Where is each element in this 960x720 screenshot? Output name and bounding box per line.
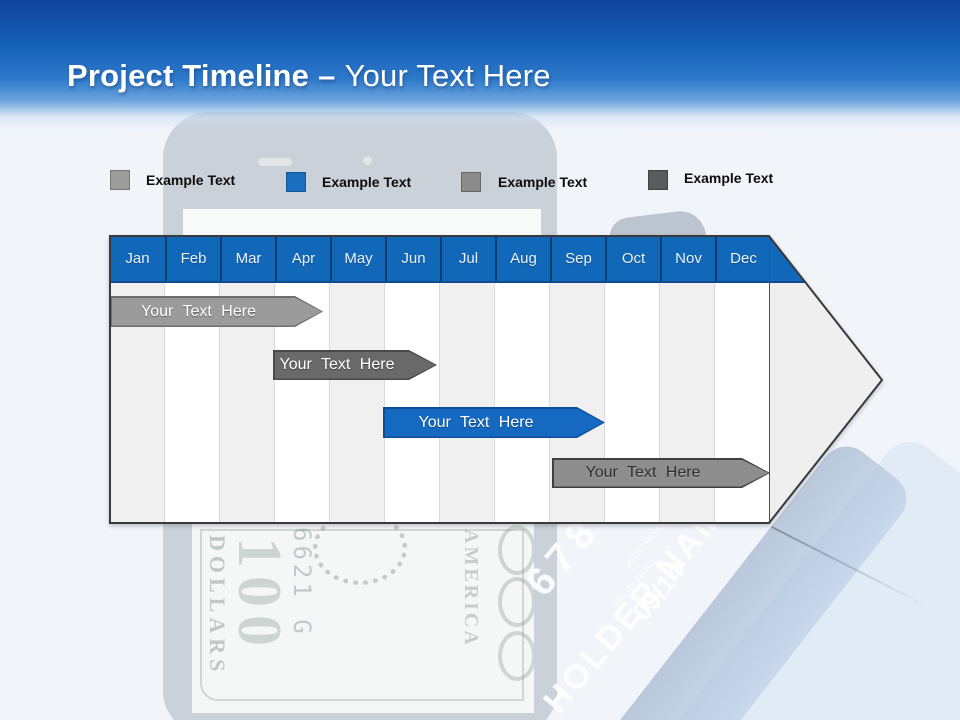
banknote-top-edge bbox=[183, 209, 541, 237]
legend-label-3: Example Text bbox=[498, 174, 588, 190]
month-cell-sep: Sep bbox=[550, 236, 605, 281]
column-jun bbox=[385, 283, 440, 523]
gantt-bar-4-label: Your Text Here bbox=[585, 464, 701, 481]
phone-earpiece bbox=[258, 158, 292, 166]
phone-camera-dot bbox=[363, 156, 372, 165]
month-cell-jul: Jul bbox=[440, 236, 495, 281]
column-may bbox=[330, 283, 385, 523]
month-cell-jan: Jan bbox=[125, 250, 150, 267]
title-light-part: Your Text Here bbox=[344, 58, 551, 93]
gantt-bar-3-label: Your Text Here bbox=[418, 413, 534, 431]
month-cell-feb: Feb bbox=[165, 236, 220, 281]
month-cell-jun: Jun bbox=[385, 236, 440, 281]
banknote-reflection: DOLLARS 100 6621 G AMERICA bbox=[192, 523, 534, 713]
banknote-seal bbox=[313, 523, 407, 585]
gantt-bar-4: Your Text Here bbox=[552, 458, 770, 488]
month-cell-oct: Oct bbox=[605, 236, 660, 281]
legend-swatch-3 bbox=[461, 172, 481, 192]
month-cell-aug: Aug bbox=[495, 236, 550, 281]
legend-swatch-1 bbox=[110, 170, 130, 190]
column-aug bbox=[495, 283, 550, 523]
gantt-bar-2: Your Text Here bbox=[273, 350, 437, 380]
banknote-medallion bbox=[498, 631, 534, 681]
month-header-row: Jan Feb Mar Apr May Jun Jul Aug Sep Oct … bbox=[110, 236, 882, 283]
banknote-medallion bbox=[498, 525, 534, 575]
legend-swatch-4 bbox=[648, 170, 668, 190]
header-band: Project Timeline–Your Text Here bbox=[0, 0, 960, 132]
gantt-bar-1: Your Text Here bbox=[110, 296, 323, 327]
legend-swatch-2 bbox=[286, 172, 306, 192]
gantt-bar-1-label: Your Text Here bbox=[141, 302, 256, 320]
legend-label-2: Example Text bbox=[322, 174, 412, 190]
gantt-bar-3: Your Text Here bbox=[383, 407, 605, 438]
title-separator: – bbox=[318, 58, 336, 93]
page-title: Project Timeline–Your Text Here bbox=[67, 58, 551, 94]
legend-label-4: Example Text bbox=[684, 170, 774, 186]
banknote-medallion bbox=[498, 577, 534, 627]
title-bold-part: Project Timeline bbox=[67, 58, 310, 93]
month-cell-may: May bbox=[330, 236, 385, 281]
timeline-arrow-body: Jan Feb Mar Apr May Jun Jul Aug Sep Oct … bbox=[110, 236, 882, 523]
column-jul bbox=[440, 283, 495, 523]
month-cell-nov: Nov bbox=[660, 236, 715, 281]
month-cell-dec: Dec bbox=[715, 236, 770, 281]
timeline-arrow: Jan Feb Mar Apr May Jun Jul Aug Sep Oct … bbox=[108, 234, 888, 528]
legend-label-1: Example Text bbox=[146, 172, 236, 188]
month-cell-apr: Apr bbox=[275, 236, 330, 281]
month-cell-mar: Mar bbox=[220, 236, 275, 281]
gantt-bar-2-label: Your Text Here bbox=[279, 356, 395, 373]
